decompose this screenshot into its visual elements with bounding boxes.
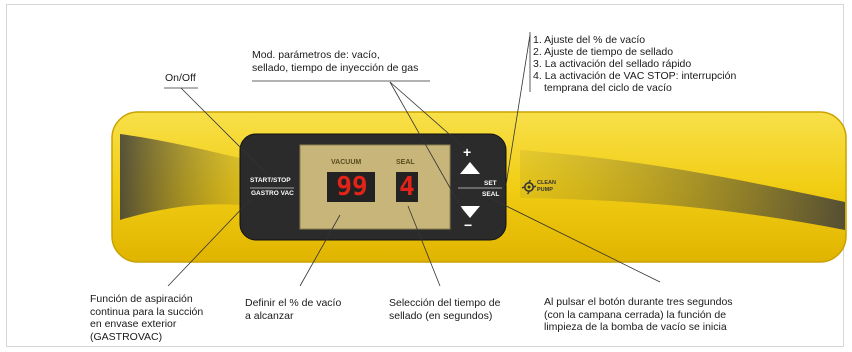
vacuum-display-value: 99 [336, 172, 368, 202]
list-item: 1. Ajuste del % de vacío [533, 34, 646, 46]
mod-params-callout: Mod. parámetros de: vacío, sellado, tiem… [252, 49, 418, 74]
aspiration-line-2: continua para la succión [90, 305, 204, 318]
vacuum-pct-callout: Definir el % de vacío a alcanzar [245, 297, 341, 322]
leader-lines [164, 32, 661, 287]
vacuum-pct-line-2: a alcanzar [245, 309, 294, 322]
gastro-vac-label[interactable]: GASTRO VAC [251, 190, 294, 197]
list-item: 3. La activación del sellado rápido [533, 58, 692, 70]
right-swoosh [520, 150, 845, 230]
set-button-label[interactable]: SET [484, 180, 497, 187]
clean-pump-icon [521, 179, 537, 195]
seal-time-line-1: Selección del tiempo de [389, 297, 501, 309]
down-arrow-icon [460, 206, 480, 218]
left-swoosh [120, 134, 240, 220]
aspiration-line-4: (GASTROVAC) [90, 330, 163, 343]
three-seconds-line-2: (con la campana cerrada) la función de [544, 308, 727, 321]
list-item-continuation: temprana del ciclo de vacío [544, 82, 672, 94]
aspiration-line-1: Función de aspiración [90, 293, 193, 305]
list-item: 2. Ajuste de tiempo de sellado [533, 46, 674, 58]
seal-digit-box [396, 172, 418, 202]
vacuum-label: VACUUM [331, 159, 362, 166]
seal-time-callout: Selección del tiempo de sellado (en segu… [389, 297, 501, 322]
minus-button-label[interactable]: − [464, 217, 473, 233]
clean-pump-line1: CLEAN [537, 180, 556, 186]
seal-display-value: 4 [399, 172, 415, 202]
seal-label: SEAL [396, 159, 415, 166]
up-arrow-icon [460, 162, 480, 174]
numbered-function-list: 1. Ajuste del % de vacío 2. Ajuste de ti… [533, 34, 736, 94]
three-seconds-line-1: Al pulsar el botón durante tres segundos [544, 296, 733, 308]
aspiration-line-3: en envase exterior [90, 318, 177, 330]
mod-params-line-1: Mod. parámetros de: vacío, [252, 49, 380, 61]
vacuum-digit-box [327, 172, 375, 202]
clean-pump-line2: PUMP [537, 187, 553, 193]
vacuum-pct-line-1: Definir el % de vacío [245, 297, 342, 309]
plus-button-label[interactable]: + [463, 144, 472, 160]
three-seconds-callout: Al pulsar el botón durante tres segundos… [544, 296, 733, 334]
seal-time-line-2: sellado (en segundos) [389, 309, 493, 322]
mod-params-line-2: sellado, tiempo de inyección de gas [252, 61, 419, 74]
three-seconds-line-3: limpieza de la bomba de vacío se inicia [544, 321, 727, 333]
aspiration-callout: Función de aspiración continua para la s… [90, 293, 203, 343]
seal-button-label[interactable]: SEAL [482, 191, 500, 198]
list-item: 4. La activación de VAC STOP: interrupci… [533, 70, 737, 82]
start-stop-label[interactable]: START/STOP [250, 177, 291, 184]
on-off-callout: On/Off [165, 72, 196, 84]
